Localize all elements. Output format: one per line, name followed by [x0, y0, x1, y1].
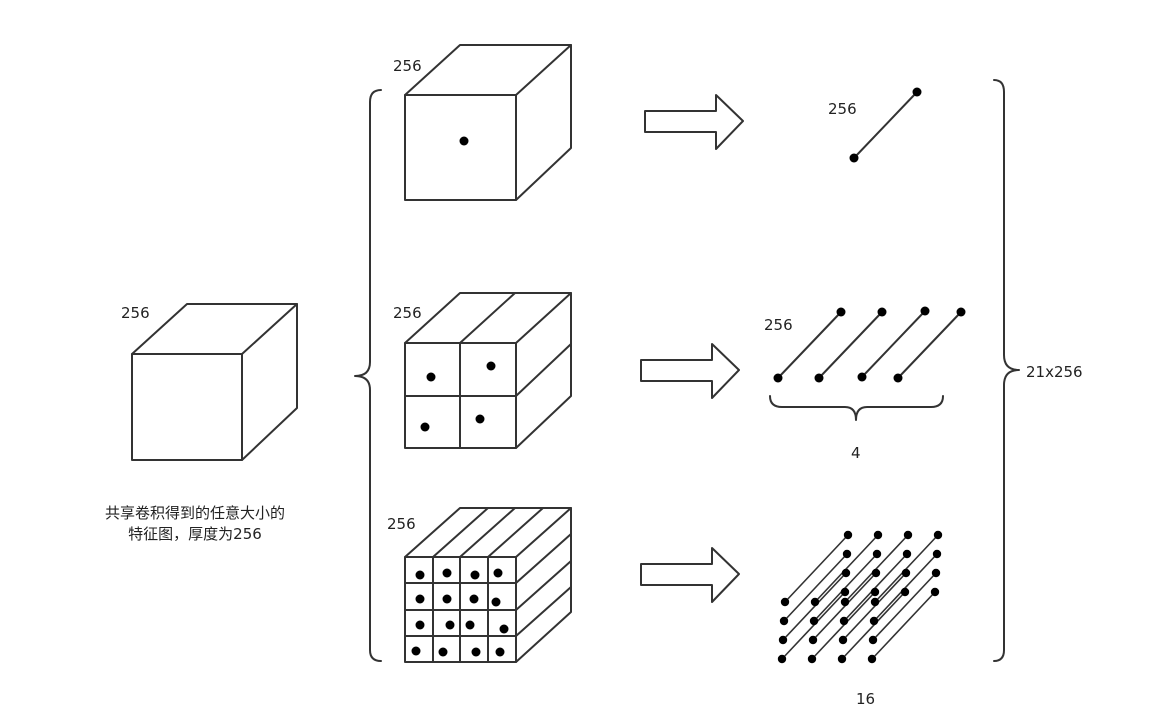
output-16-dot: [810, 597, 820, 607]
output-16-dot: [933, 530, 943, 540]
arrow-1: [644, 94, 744, 150]
output-16-dot: [779, 616, 789, 626]
output-16-dots: [777, 530, 943, 664]
output-16-dot: [869, 616, 879, 626]
level-3-depth-label: 256: [387, 515, 416, 533]
output-16-vector: [843, 553, 908, 622]
output-16-vector: [872, 572, 937, 641]
output-16-vector: [813, 553, 878, 622]
output-16-vector: [812, 572, 877, 641]
output-1-vector: [853, 91, 918, 159]
input-depth-label: 256: [121, 304, 150, 322]
output-16-vector: [874, 534, 939, 603]
level-2-depth-label: 256: [393, 304, 422, 322]
output-16-dot: [838, 635, 848, 645]
output-16-dot: [901, 568, 911, 578]
output-16-dot: [809, 616, 819, 626]
bottom-curly-brace-4: [769, 395, 944, 421]
output-16-dot: [843, 530, 853, 540]
cube-1x1-dots: [459, 136, 469, 146]
output-16-dot: [873, 530, 883, 540]
output-16-vector: [783, 553, 848, 622]
output-16-vector: [781, 591, 846, 660]
arrow-3: [640, 547, 740, 603]
output-16-dot: [870, 597, 880, 607]
output-1-dots: [849, 87, 922, 163]
output-16-dot: [807, 654, 817, 664]
output-16-dot: [839, 616, 849, 626]
output-16-dot: [840, 597, 850, 607]
output-16-dot: [837, 654, 847, 664]
output-16-dot: [842, 549, 852, 559]
cube-1x1: [404, 44, 572, 201]
input-caption-line-2: 特征图，厚度为256: [128, 525, 262, 543]
input-caption-line-1: 共享卷积得到的任意大小的: [104, 504, 285, 522]
output-16-dot: [932, 549, 942, 559]
output-16-vector: [814, 534, 879, 603]
output-16-dot: [841, 568, 851, 578]
output-4-vectors: [777, 310, 962, 379]
output-16-dot: [778, 635, 788, 645]
count-4-label: 4: [851, 444, 861, 462]
output-16-vector: [782, 572, 847, 641]
right-curly-brace: [993, 79, 1020, 662]
output-16-dot: [900, 587, 910, 597]
output-16-vector: [873, 553, 938, 622]
output-16-dot: [780, 597, 790, 607]
input-feature-cube: [131, 303, 298, 461]
output-16-dot: [867, 654, 877, 664]
output-16-dot: [840, 587, 850, 597]
output-16-dot: [871, 568, 881, 578]
output-16-vector: [784, 534, 849, 603]
arrow-2: [640, 343, 740, 399]
output-1-depth-label: 256: [828, 100, 857, 118]
output-16-vector: [841, 591, 906, 660]
level-1-depth-label: 256: [393, 57, 422, 75]
output-2-depth-label: 256: [764, 316, 793, 334]
output-16-dot: [870, 587, 880, 597]
input-caption: 共享卷积得到的任意大小的 特征图，厚度为256: [90, 503, 300, 545]
output-16-vector: [871, 591, 936, 660]
count-16-label: 16: [856, 690, 875, 708]
output-16-vectors: [781, 534, 939, 660]
total-dimension-label: 21x256: [1026, 363, 1083, 381]
cube-2x2-dots: [420, 361, 496, 432]
output-16-vector: [811, 591, 876, 660]
output-16-dot: [902, 549, 912, 559]
cube-2x2: [404, 292, 572, 449]
output-16-dot: [868, 635, 878, 645]
output-16-dot: [903, 530, 913, 540]
output-4-dots: [773, 306, 966, 383]
output-16-dot: [931, 568, 941, 578]
left-curly-brace: [354, 89, 382, 662]
output-16-vector: [844, 534, 909, 603]
output-16-dot: [808, 635, 818, 645]
cube-4x4: [404, 507, 572, 663]
output-16-dot: [930, 587, 940, 597]
output-16-dot: [872, 549, 882, 559]
output-16-dot: [777, 654, 787, 664]
cube-4x4-dots: [411, 568, 509, 657]
output-16-vector: [842, 572, 907, 641]
